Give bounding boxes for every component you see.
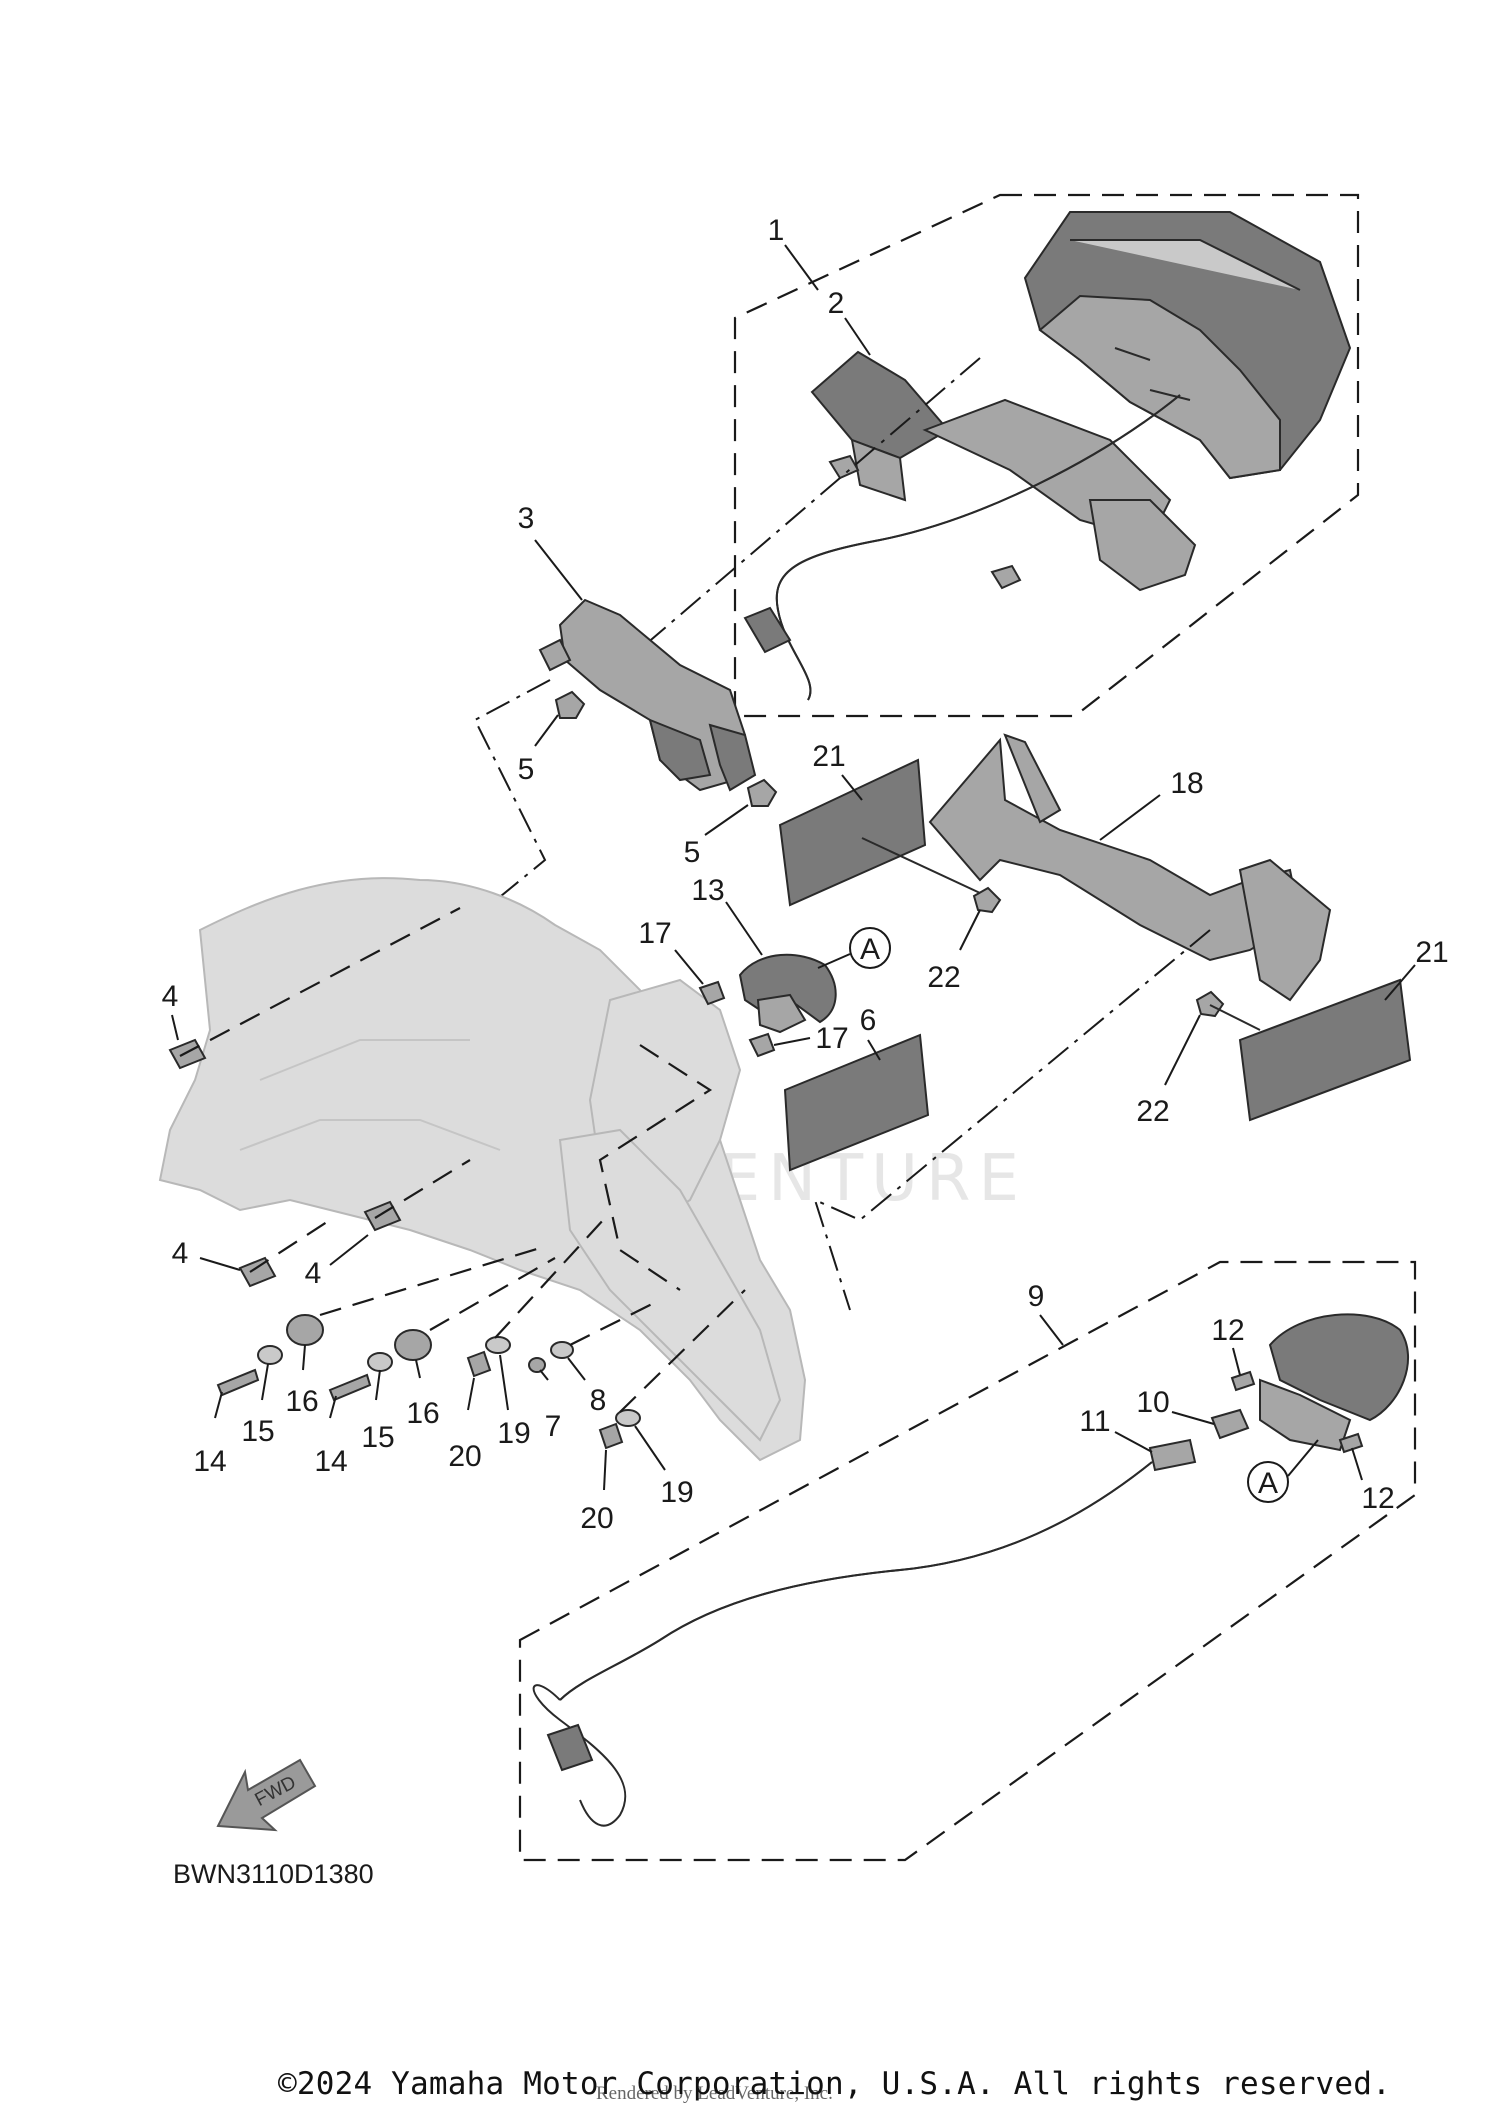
reference-marker-a-top-label: A: [860, 933, 880, 966]
callout-22-a: 22: [927, 961, 960, 994]
callout-4-b: 4: [172, 1237, 189, 1270]
callout-9: 9: [1028, 1280, 1045, 1313]
callouts: 1 2 3 4 4 4 5 5 6 7 8 9 10 11 12 12 13: [162, 214, 1449, 1535]
diagram-code: BWN3110D1380: [173, 1859, 374, 1889]
fasteners-group: [168, 1038, 641, 1450]
rear-fender: [158, 877, 807, 1462]
reference-marker-a-bottom: [1247, 1461, 1289, 1503]
callout-21-a: 21: [812, 740, 845, 773]
license-light-assembly: A: [518, 1260, 1417, 1862]
callout-5-a: 5: [518, 753, 535, 786]
callout-15-b: 15: [361, 1421, 394, 1454]
callout-12-b: 12: [1361, 1482, 1394, 1515]
callout-17-a: 17: [638, 917, 671, 950]
reflector-bracket-assembly: [778, 733, 1412, 1172]
callout-8: 8: [590, 1384, 607, 1417]
bracket-part-3: [538, 598, 778, 807]
callout-19-a: 19: [497, 1417, 530, 1450]
grommet-17-b: [748, 1032, 776, 1058]
grommet-17-a: [698, 980, 726, 1006]
callout-2: 2: [828, 287, 845, 320]
callout-1: 1: [768, 214, 785, 247]
callout-15-a: 15: [241, 1415, 274, 1448]
callout-20-b: 20: [580, 1502, 613, 1535]
callout-20-a: 20: [448, 1440, 481, 1473]
callout-11: 11: [1079, 1405, 1110, 1438]
callout-13: 13: [691, 874, 724, 907]
callout-12-a: 12: [1211, 1314, 1244, 1347]
forward-direction-arrow: FWD: [216, 1758, 317, 1832]
callout-17-b: 17: [815, 1022, 848, 1055]
callout-4-a: 4: [162, 980, 179, 1013]
callout-22-b: 22: [1136, 1095, 1169, 1128]
tail-light-assembly: [644, 193, 1360, 718]
callout-14-b: 14: [314, 1445, 347, 1478]
license-light-bracket-13: A: [738, 927, 891, 1034]
callout-4-c: 4: [305, 1257, 322, 1290]
callout-5-b: 5: [684, 836, 701, 869]
copyright-text: ©2024 Yamaha Motor Corporation, U.S.A. A…: [278, 2066, 1391, 2102]
callout-7: 7: [545, 1410, 562, 1443]
reference-marker-a-top: [849, 927, 891, 969]
callout-19-b: 19: [660, 1476, 693, 1509]
callout-21-b: 21: [1415, 936, 1448, 969]
rendered-by-text: Rendered by LeadVenture, Inc.: [596, 2083, 833, 2104]
callout-14-a: 14: [193, 1445, 226, 1478]
callout-16-b: 16: [406, 1397, 439, 1430]
callout-3: 3: [518, 502, 535, 535]
reference-marker-a-bottom-label: A: [1258, 1467, 1278, 1500]
callout-18: 18: [1170, 767, 1203, 800]
callout-16-a: 16: [285, 1385, 318, 1418]
mounting-leader-lines: [179, 907, 746, 1413]
callout-10: 10: [1136, 1386, 1169, 1419]
callout-6: 6: [860, 1004, 877, 1037]
